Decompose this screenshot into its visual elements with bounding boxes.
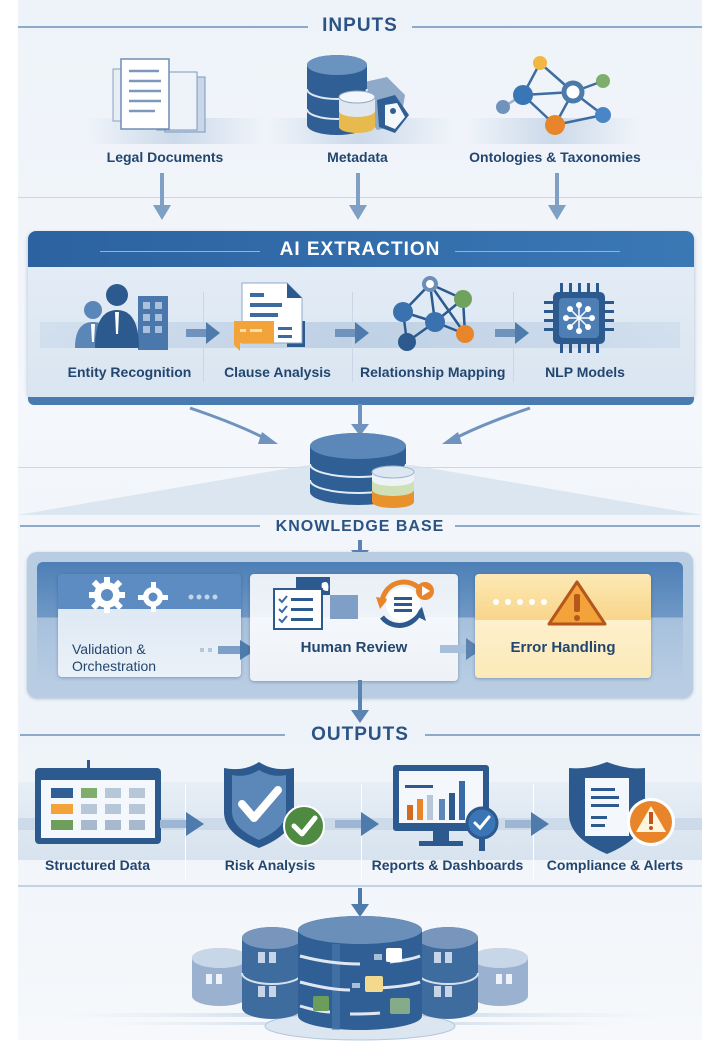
extraction-label: Relationship Mapping xyxy=(360,364,506,380)
outputs-title: OUTPUTS xyxy=(311,724,409,745)
arrow-right-icon xyxy=(505,812,549,836)
input-label: Legal Documents xyxy=(106,149,224,165)
arrow-down-icon xyxy=(351,888,369,917)
label-line: Validation & xyxy=(72,641,146,657)
database-icon xyxy=(309,433,415,508)
divider xyxy=(18,26,308,28)
divider xyxy=(100,251,260,252)
input-label: Ontologies & Taxonomies xyxy=(469,149,641,165)
converging-arrows xyxy=(189,404,531,444)
divider xyxy=(18,467,308,468)
arrow-right-icon xyxy=(495,322,529,344)
chip-icon xyxy=(544,283,614,353)
ai-extraction-panel xyxy=(28,231,694,405)
output-label: Compliance & Alerts xyxy=(546,857,684,873)
error-handling-label: Error Handling xyxy=(510,639,616,656)
divider xyxy=(185,784,186,879)
monitor-chart-icon xyxy=(393,765,499,851)
human-review-label: Human Review xyxy=(300,639,408,656)
divider xyxy=(20,525,260,527)
arrow-right-icon xyxy=(186,322,220,344)
arrow-right-icon xyxy=(160,812,204,836)
panel-footer xyxy=(28,397,694,405)
knowledge-base-title: KNOWLEDGE BASE xyxy=(275,518,445,535)
clause-document-icon xyxy=(234,282,305,351)
divider xyxy=(425,734,700,736)
output-label: Risk Analysis xyxy=(224,857,316,873)
people-building-icon xyxy=(75,284,168,350)
arrow-down-icon xyxy=(351,680,369,723)
label-line: Orchestration xyxy=(72,658,157,674)
inputs-title: INPUTS xyxy=(322,15,398,36)
divider xyxy=(455,525,700,527)
arrow-right-icon xyxy=(200,640,256,660)
input-label: Metadata xyxy=(327,149,388,165)
extraction-label: Clause Analysis xyxy=(224,364,331,380)
arrow-right-icon xyxy=(440,638,482,660)
ai-extraction-title: AI EXTRACTION xyxy=(279,239,441,260)
output-label: Reports & Dashboards xyxy=(371,857,524,873)
ai-extraction-header xyxy=(28,231,694,267)
divider xyxy=(20,734,285,736)
warning-icon xyxy=(493,580,607,626)
extraction-label: Entity Recognition xyxy=(67,364,192,380)
arrow-right-icon xyxy=(335,812,379,836)
divider xyxy=(412,467,702,468)
arrow-down-icon xyxy=(548,173,566,220)
arrow-down-icon xyxy=(349,173,367,220)
gears-icon xyxy=(89,577,218,613)
divider xyxy=(18,885,702,887)
relationship-graph-icon xyxy=(393,276,474,351)
database-tag-icon xyxy=(306,55,409,135)
output-label: Structured Data xyxy=(44,857,151,873)
review-checklist-icon xyxy=(273,577,434,630)
shield-alert-icon xyxy=(569,762,675,854)
error-handling-card xyxy=(475,574,651,678)
arrow-down-icon xyxy=(153,173,171,220)
network-graph-icon xyxy=(496,56,611,135)
database-cluster-icon xyxy=(60,916,660,1041)
table-icon xyxy=(35,760,161,844)
divider xyxy=(455,251,620,252)
arrow-right-icon xyxy=(335,322,369,344)
extraction-label: NLP Models xyxy=(545,364,625,380)
divider xyxy=(412,26,702,28)
documents-icon xyxy=(112,58,206,133)
shield-check-icon xyxy=(224,762,325,848)
validation-label: Validation & Orchestration xyxy=(72,641,192,675)
